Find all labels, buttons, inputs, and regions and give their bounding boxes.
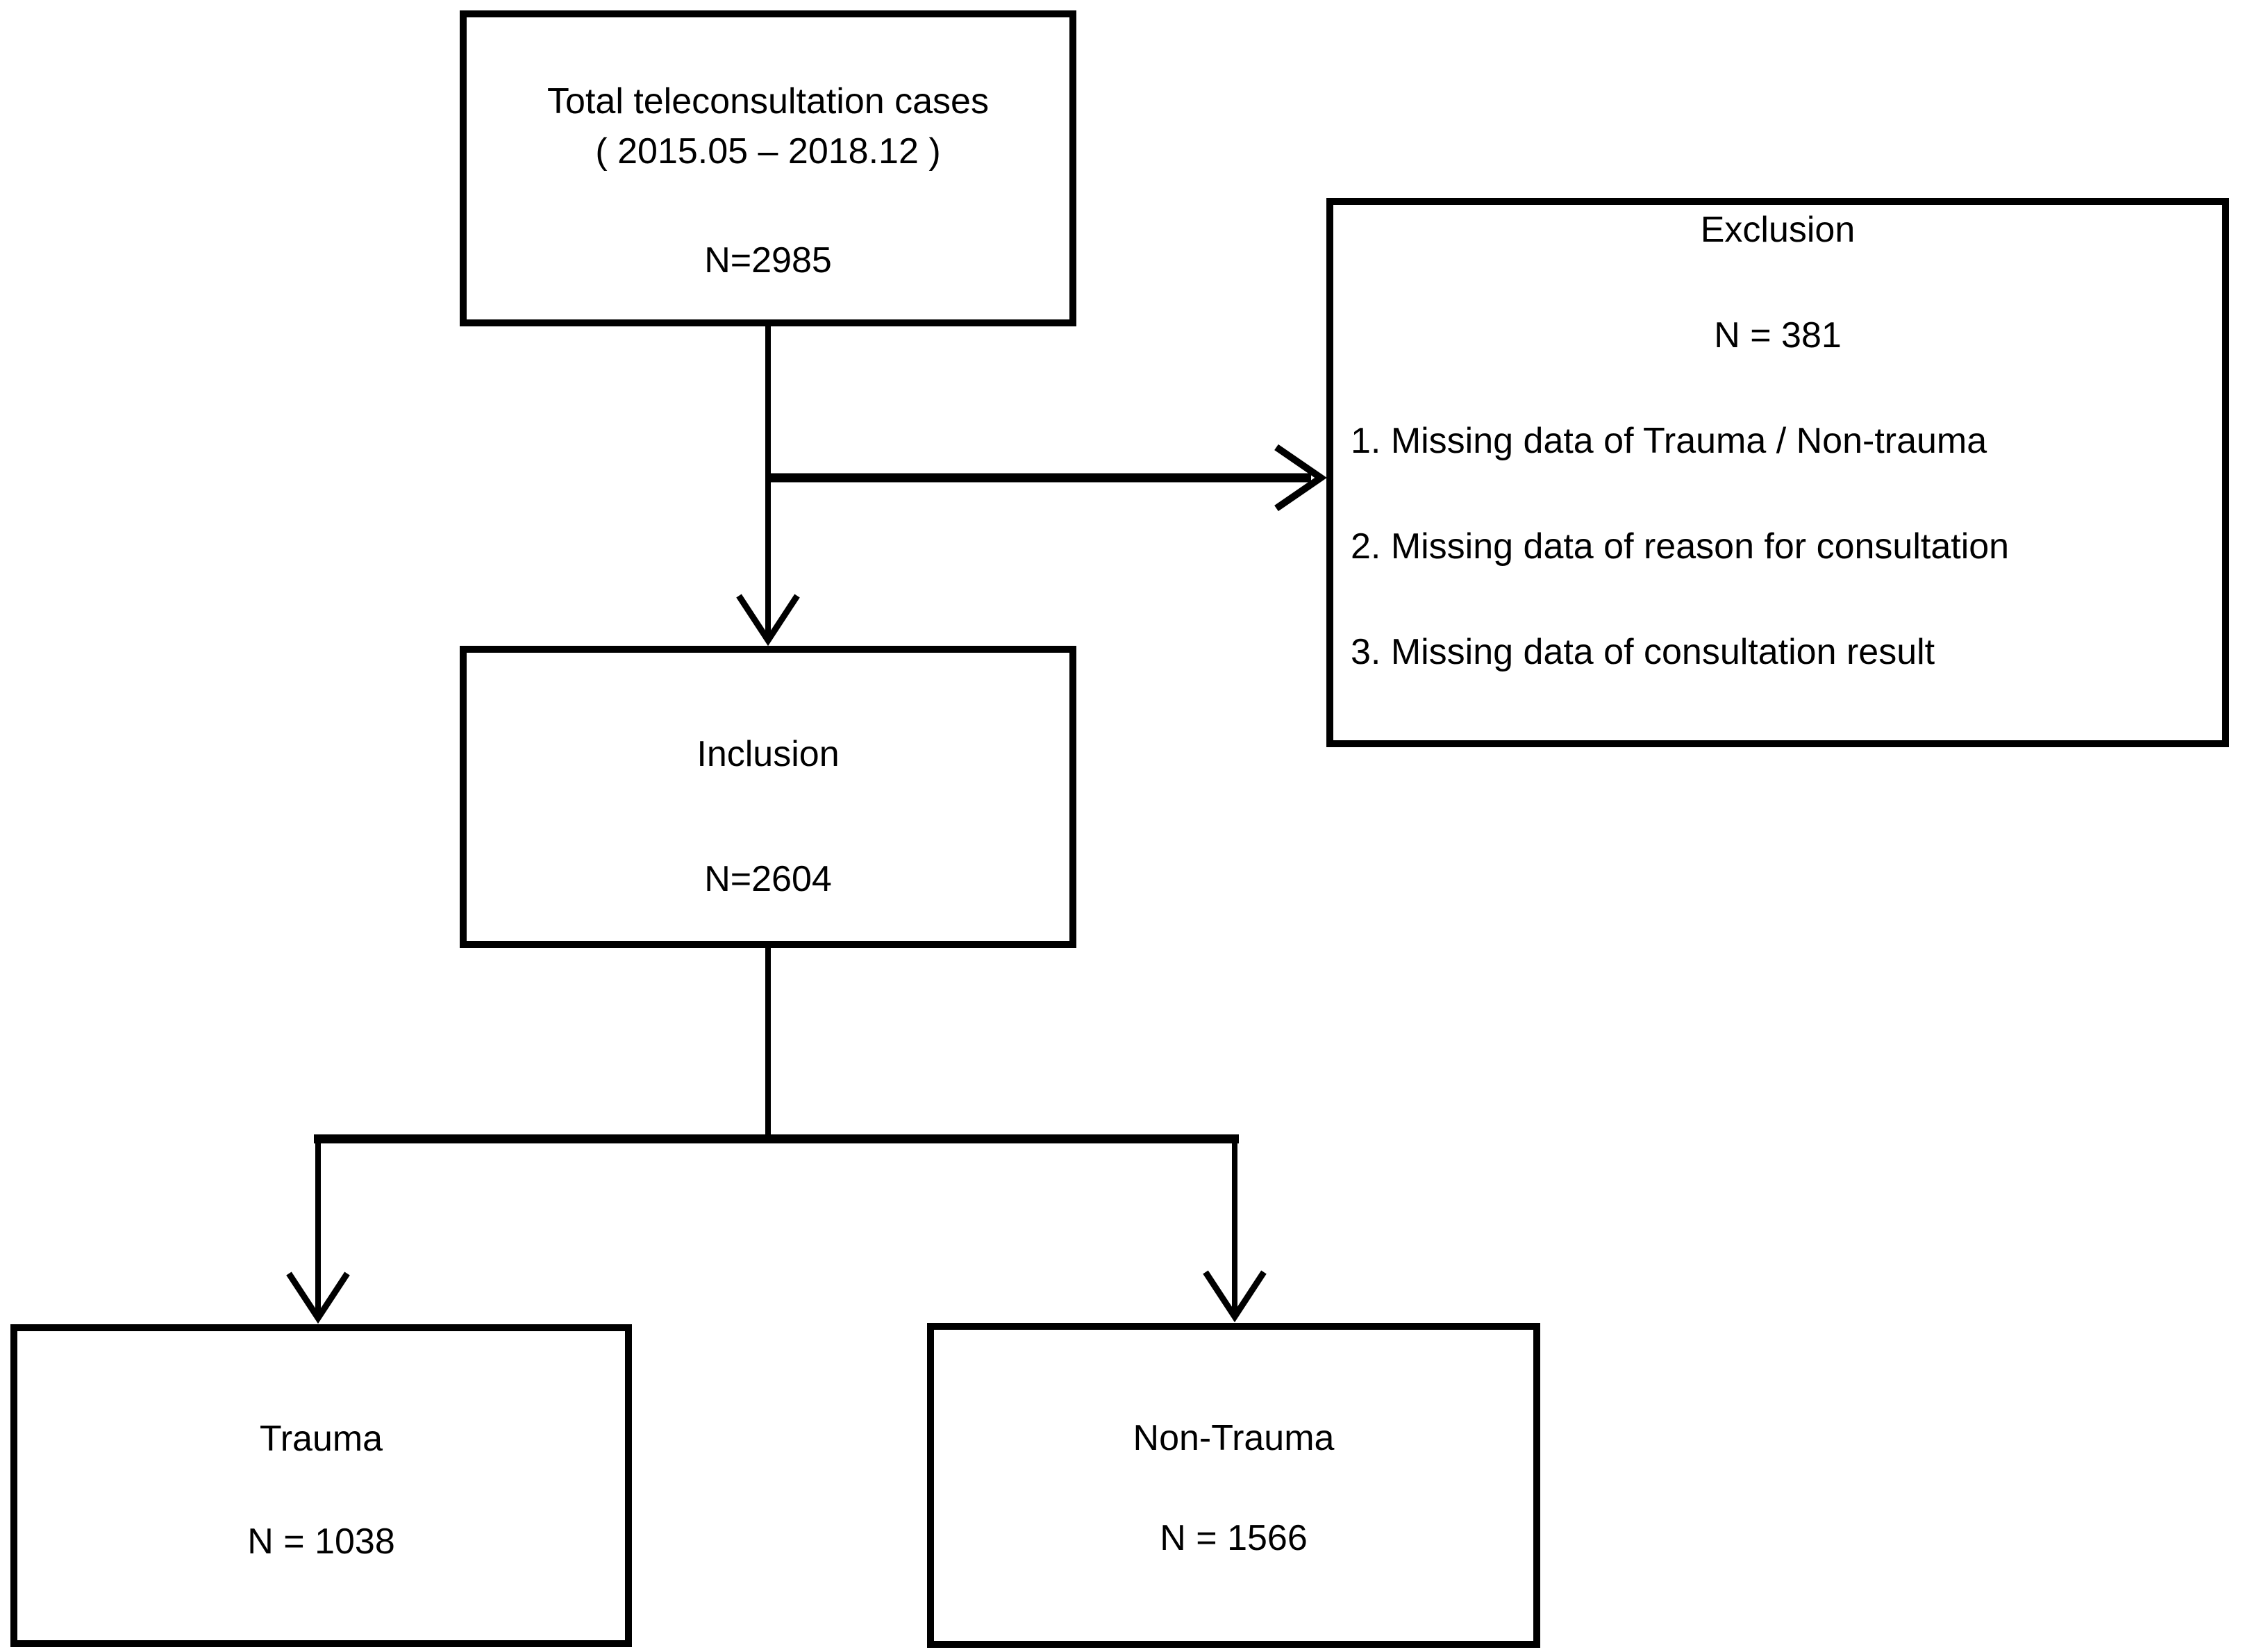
total-cases-count: N=2985 [704,240,832,281]
non-trauma-title: Non-Trauma [1133,1418,1335,1458]
inclusion-title: Inclusion [697,734,840,774]
exclusion-reason-1: 1. Missing data of Trauma / Non-trauma [1351,421,1987,461]
trauma-count: N = 1038 [247,1521,395,1562]
total-cases-title: Total teleconsultation cases [547,81,989,122]
non-trauma-count: N = 1566 [1160,1518,1308,1558]
trauma-title: Trauma [259,1419,383,1459]
trauma-box: Trauma N = 1038 [10,1324,632,1647]
exclusion-box: Exclusion N = 381 1. Missing data of Tra… [1326,198,2229,747]
exclusion-count: N = 381 [1714,315,1842,356]
exclusion-title: Exclusion [1700,210,1856,250]
arrowhead-down-inclusion-icon [736,594,800,646]
arrowhead-down-trauma-icon [286,1271,350,1324]
arrowhead-right-exclusion-icon [1274,444,1327,512]
inclusion-count: N=2604 [704,859,832,899]
non-trauma-box: Non-Trauma N = 1566 [927,1323,1540,1648]
total-cases-box: Total teleconsultation cases ( 2015.05 –… [460,10,1076,326]
inclusion-box: Inclusion N=2604 [460,646,1076,948]
arrowhead-down-non-trauma-icon [1203,1270,1267,1323]
exclusion-reason-2: 2. Missing data of reason for consultati… [1351,526,2010,567]
exclusion-reason-3: 3. Missing data of consultation result [1351,632,1935,672]
total-cases-date-range: ( 2015.05 – 2018.12 ) [595,131,941,172]
